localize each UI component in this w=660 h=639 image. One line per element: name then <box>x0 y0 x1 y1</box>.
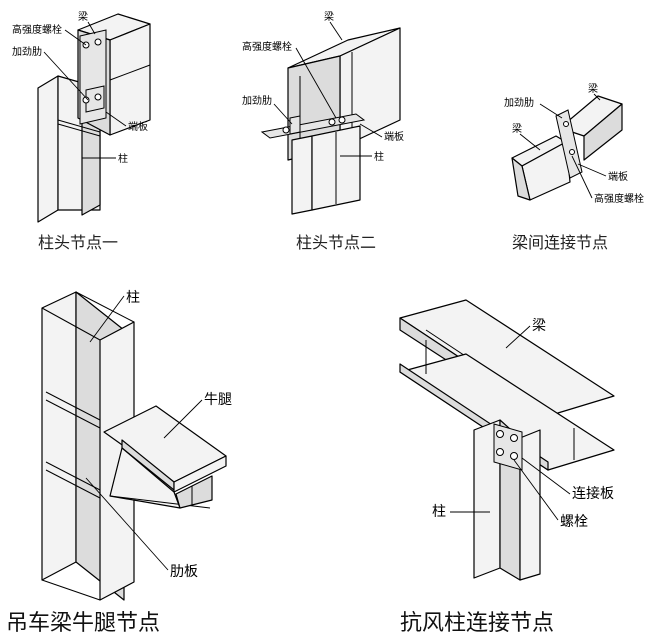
label-column-5: 柱 <box>432 504 446 520</box>
label-beam-3-top: 梁 <box>588 82 598 95</box>
caption-2: 柱头节点二 <box>296 233 376 252</box>
label-stiffener-3: 加劲肋 <box>504 96 534 109</box>
label-end-plate-3: 端板 <box>608 170 628 183</box>
label-beam-3-left: 梁 <box>512 122 522 135</box>
column-2 <box>291 125 361 215</box>
label-rib-4: 肋板 <box>170 564 198 580</box>
end-plate-3 <box>555 109 583 179</box>
stiffener-1 <box>85 85 105 113</box>
label-end-plate-1: 端板 <box>128 120 148 133</box>
detail-column-head-2: 梁 高强度螺栓 加劲肋 端板 柱 柱头节点二 <box>242 10 404 252</box>
stiffener-2 <box>289 115 301 135</box>
column-4 <box>41 291 135 601</box>
label-bolt-2: 高强度螺栓 <box>242 40 292 53</box>
caption-3: 梁间连接节点 <box>512 233 608 252</box>
bracket-4 <box>103 405 227 509</box>
label-plate-5: 连接板 <box>572 485 614 502</box>
caption-1: 柱头节点一 <box>38 233 118 252</box>
label-beam-5: 梁 <box>532 318 546 334</box>
detail-wind-column: 梁 连接板 柱 螺栓 抗风柱连接节点 <box>399 299 615 636</box>
caption-4: 吊车梁牛腿节点 <box>6 611 160 636</box>
beam-3-left <box>511 135 571 201</box>
caption-5: 抗风柱连接节点 <box>400 611 554 636</box>
label-stiffener-2: 加劲肋 <box>242 94 272 107</box>
label-stiffener-1: 加劲肋 <box>12 45 42 58</box>
detail-crane-bracket: 柱 牛腿 肋板 吊车梁牛腿节点 <box>6 290 232 636</box>
label-bracket-4: 牛腿 <box>204 392 232 408</box>
detail-column-head-1: 梁 高强度螺栓 加劲肋 端板 柱 柱头节点一 <box>12 10 151 252</box>
label-column-4: 柱 <box>126 290 140 306</box>
column-5 <box>473 419 541 581</box>
beam-3-right <box>559 95 623 161</box>
label-column-1: 柱 <box>118 152 128 165</box>
bolts-3 <box>563 121 575 155</box>
label-bolt-3: 高强度螺栓 <box>594 192 644 205</box>
detail-beam-to-beam: 加劲肋 梁 梁 端板 高强度螺栓 梁间连接节点 <box>504 82 644 252</box>
label-bolt-5: 螺栓 <box>560 514 588 530</box>
label-end-plate-2: 端板 <box>384 130 404 143</box>
bolts-5 <box>496 430 518 460</box>
label-beam-2: 梁 <box>324 10 334 23</box>
label-column-2: 柱 <box>374 150 384 163</box>
label-bolt-1: 高强度螺栓 <box>12 23 62 36</box>
label-beam-1: 梁 <box>78 10 88 23</box>
